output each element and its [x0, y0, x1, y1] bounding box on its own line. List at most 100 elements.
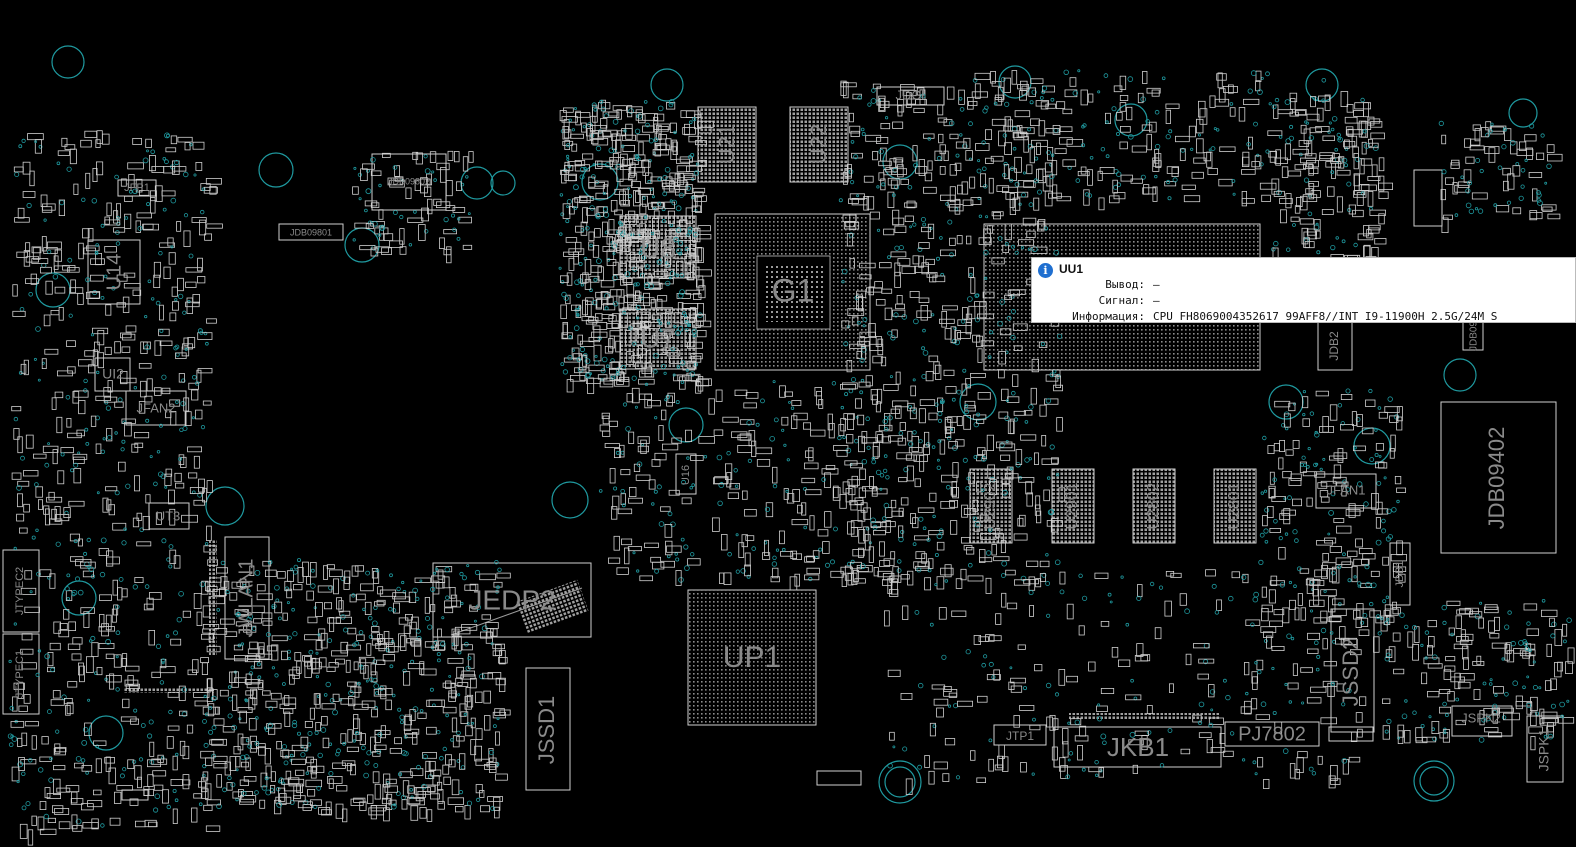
component-label-u2901[interactable]: U2901 — [1064, 482, 1081, 529]
component-label-u8[interactable]: U8 — [640, 232, 676, 263]
component-label-jkb1[interactable]: JKB1 — [1107, 732, 1169, 762]
smd-part — [54, 286, 66, 294]
smd-part — [24, 606, 40, 613]
smd-part — [420, 668, 437, 676]
via — [907, 185, 913, 190]
smd-part — [765, 502, 774, 518]
smd-part — [388, 799, 397, 806]
component-label-jdb09402[interactable]: JDB09402 — [1484, 427, 1509, 530]
component-label-u2802[interactable]: U2802 — [1145, 482, 1162, 529]
smd-part — [888, 435, 903, 442]
via — [692, 231, 699, 238]
smd-part — [812, 550, 820, 559]
smd-part — [366, 643, 372, 656]
via — [972, 516, 977, 521]
smd-part — [616, 166, 624, 182]
via — [257, 675, 262, 680]
component-label-jdb1[interactable]: JDB1 — [1394, 561, 1406, 588]
via — [997, 321, 1003, 327]
component-label-jwlan1[interactable]: JWLAN1 — [235, 559, 257, 638]
component-label-jtypec1[interactable]: JTYPEC1 — [14, 650, 26, 698]
component-label-jtypec2[interactable]: JTYPEC2 — [14, 567, 26, 615]
smd-part — [185, 267, 203, 273]
component-label-u2801[interactable]: U2801 — [1226, 482, 1243, 529]
component-label-jspk1[interactable]: JSPK1 — [1536, 728, 1552, 771]
component-label-u22[interactable]: U22 — [806, 124, 831, 164]
component-label-u7[interactable]: U7 — [640, 322, 676, 353]
component-label-u2902[interactable]: U2902 — [982, 482, 999, 529]
smd-part — [37, 816, 45, 831]
component-label-jdb09[interactable]: JDB09 — [1469, 321, 1480, 351]
via — [653, 137, 659, 143]
component-label-jdb09801[interactable]: JDB09801 — [290, 227, 332, 237]
smd-part — [49, 642, 61, 651]
via — [7, 733, 13, 739]
component-label-jfan1[interactable]: JFAN1 — [1326, 482, 1365, 497]
via — [55, 541, 61, 547]
smd-part — [794, 573, 801, 587]
component-label-jfp1[interactable]: JFP1 — [124, 182, 150, 194]
smd-part — [961, 383, 968, 396]
via — [620, 231, 626, 237]
component-label-up1[interactable]: UP1 — [723, 641, 781, 674]
smd-part — [14, 217, 30, 223]
smd-part — [371, 626, 380, 632]
via — [317, 752, 323, 759]
component-label-jdb2[interactable]: JDB2 — [1327, 331, 1341, 361]
smd-part — [366, 794, 374, 804]
smd-part — [323, 602, 332, 610]
via — [36, 571, 41, 577]
smd-part — [296, 660, 302, 674]
via — [397, 772, 402, 777]
component-label-jspk2[interactable]: JSPK2 — [1461, 710, 1501, 725]
component-label-jtp1[interactable]: JTP1 — [1006, 729, 1034, 743]
smd-part — [170, 410, 177, 426]
component-label-ut3[interactable]: UT3 — [156, 508, 181, 523]
component-label-u14[interactable]: U14 — [103, 254, 125, 291]
smd-part — [138, 363, 152, 369]
component-label-jssd1[interactable]: JSSD1 — [534, 696, 559, 764]
component-label-jdb09802[interactable]: JDB09802 — [388, 176, 430, 186]
smd-part — [206, 687, 213, 702]
component-label-u21[interactable]: U21 — [714, 124, 739, 164]
component-label-ui2[interactable]: UI2 — [102, 366, 124, 382]
component-label-pj7802[interactable]: PJ7802 — [1238, 723, 1306, 745]
smd-part — [970, 197, 982, 205]
smd-part — [136, 541, 152, 547]
smd-part — [17, 436, 23, 454]
smd-part — [673, 374, 690, 382]
smd-part — [332, 762, 346, 769]
smd-part — [588, 231, 595, 241]
smd-part — [175, 482, 185, 489]
smd-part — [691, 355, 702, 363]
smd-part — [676, 158, 690, 164]
via — [197, 328, 203, 334]
smd-part — [827, 413, 833, 431]
via — [887, 255, 891, 260]
smd-part — [346, 762, 353, 772]
smd-part — [967, 97, 974, 110]
smd-part — [625, 226, 632, 239]
via — [329, 698, 335, 703]
via — [597, 336, 602, 341]
via — [87, 565, 91, 570]
smd-part — [895, 371, 901, 385]
component-label-g1[interactable]: G1 — [772, 272, 815, 308]
component-label-jssd2[interactable]: JSSD2 — [1338, 638, 1363, 706]
via — [240, 642, 244, 646]
smd-part — [483, 715, 491, 731]
via — [21, 138, 26, 143]
smd-part — [374, 783, 381, 800]
smd-part — [611, 506, 618, 520]
component-label-u16[interactable]: U16 — [680, 465, 692, 485]
smd-part — [999, 443, 1016, 452]
smd-part — [149, 197, 156, 214]
via — [385, 648, 390, 653]
component-label-jdci[interactable]: JDCI — [896, 87, 925, 102]
via — [436, 730, 441, 735]
component-label-jfan2[interactable]: JFAN2 — [136, 400, 175, 415]
via — [202, 763, 207, 769]
via — [410, 795, 414, 799]
component-label-jedp2[interactable]: JEDP2 — [468, 584, 555, 615]
